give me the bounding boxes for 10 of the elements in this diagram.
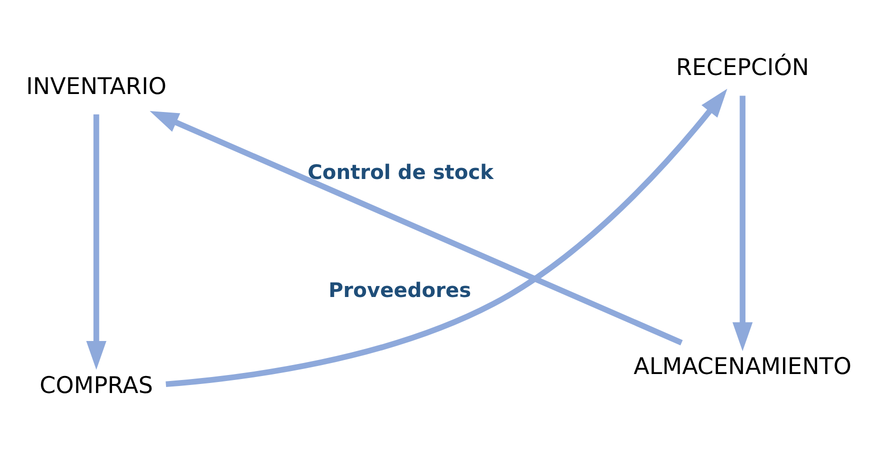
node-text: COMPRAS (40, 372, 153, 398)
edge-label: Control de stock (308, 160, 494, 184)
arrow (166, 88, 728, 387)
node-text: RECEPCIÓN (676, 54, 810, 81)
arrow (150, 110, 683, 345)
node-text: INVENTARIO (26, 73, 166, 100)
edge-label: Proveedores (328, 278, 472, 302)
arrow (86, 114, 106, 370)
node-text: ALMACENAMIENTO (634, 354, 852, 380)
arrow (732, 95, 753, 351)
